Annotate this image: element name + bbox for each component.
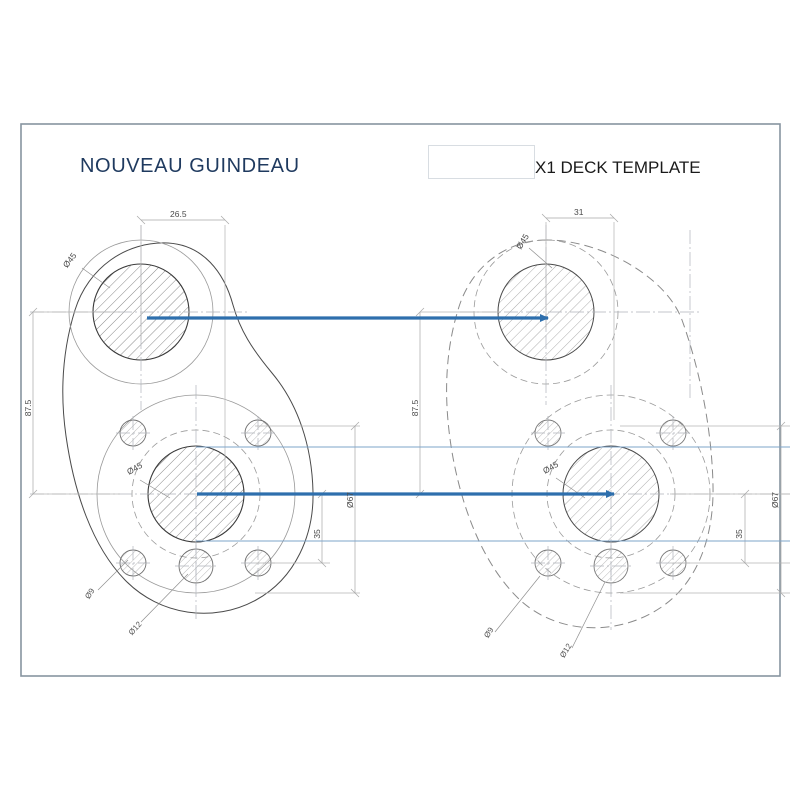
page-title: NOUVEAU GUINDEAU bbox=[80, 155, 300, 177]
title-empty-box[interactable] bbox=[428, 145, 535, 179]
dim-left-bolt-circle: Ø67 bbox=[345, 492, 355, 508]
dimension-lines bbox=[28, 213, 790, 649]
dim-right-bolt-circle: Ø67 bbox=[770, 492, 780, 508]
dim-left-inner-vertical: 35 bbox=[312, 529, 322, 539]
translation-arrows bbox=[147, 314, 790, 542]
left-outline-body bbox=[62, 242, 314, 614]
dim-right-top-horizontal: 31 bbox=[574, 207, 584, 217]
dim-right-vertical: 87.5 bbox=[410, 399, 420, 416]
drawing-border bbox=[20, 123, 781, 677]
dim-left-top-horizontal: 26.5 bbox=[170, 209, 187, 219]
dim-right-inner-vertical: 35 bbox=[734, 529, 744, 539]
template-name-label: X1 DECK TEMPLATE bbox=[535, 158, 701, 177]
right-outline-body bbox=[446, 239, 714, 629]
dim-left-vertical: 87.5 bbox=[23, 399, 33, 416]
